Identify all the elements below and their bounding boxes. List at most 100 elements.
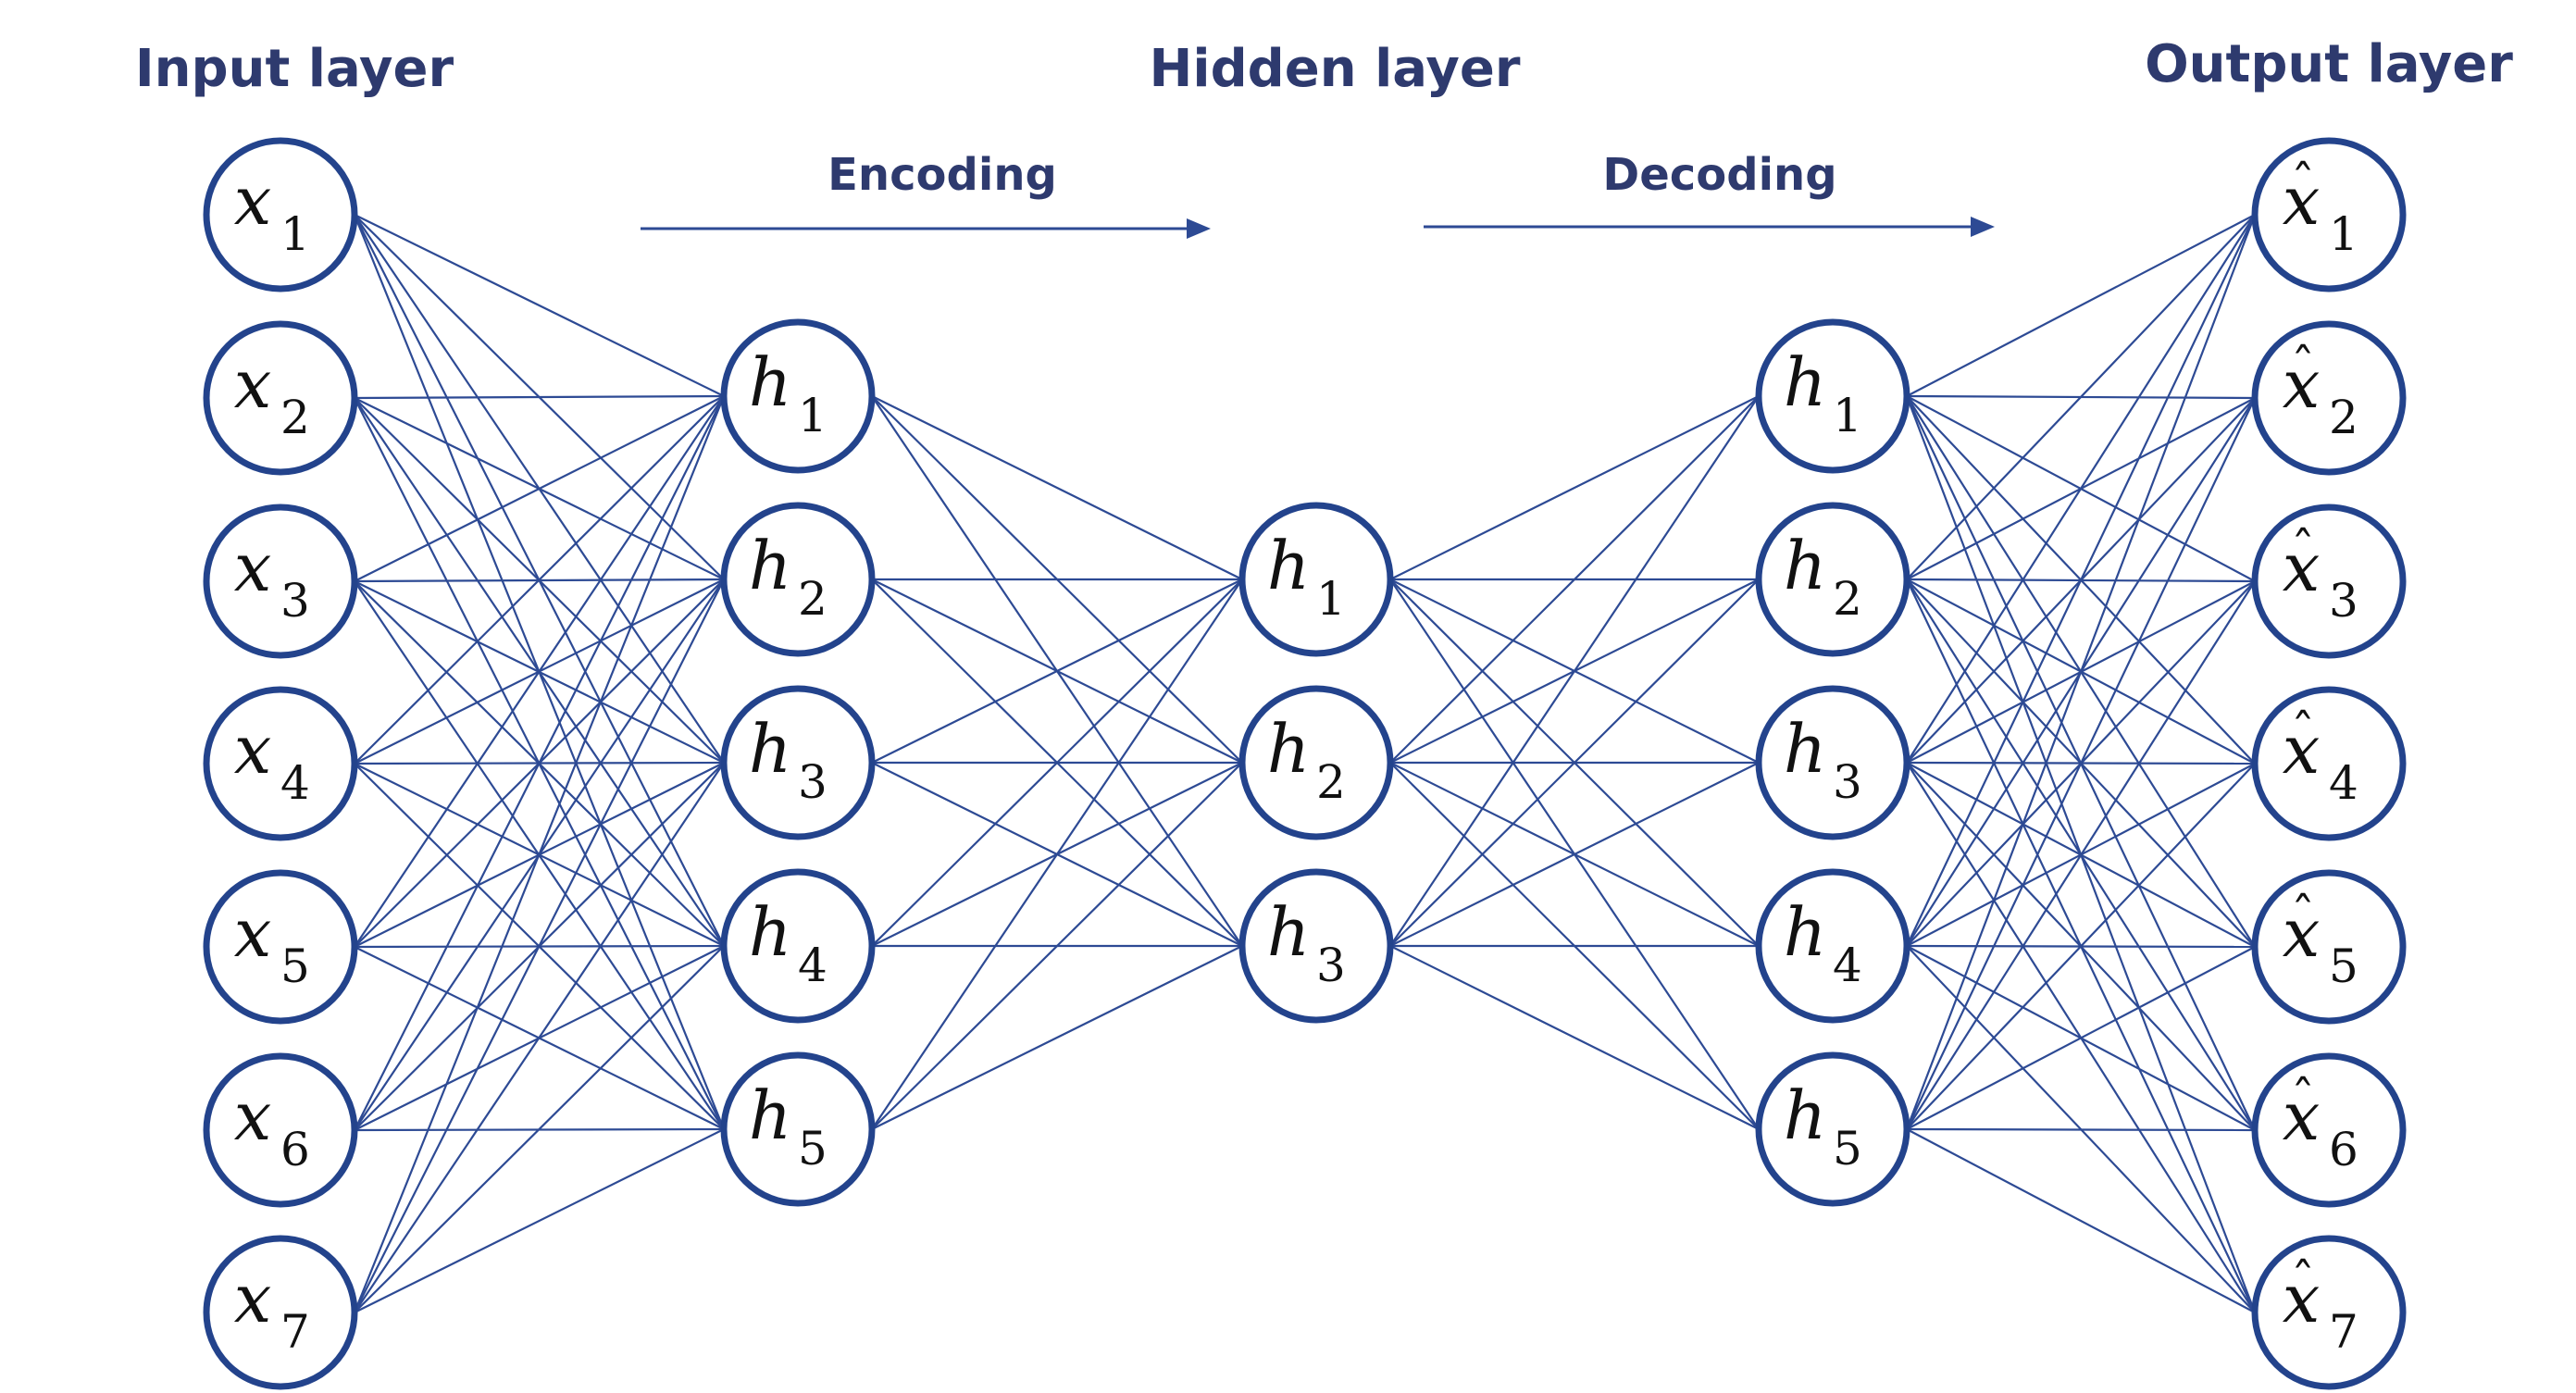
edge-decoder-3-to-output-1 bbox=[1906, 214, 2256, 764]
edge-code-2-to-decoder-1 bbox=[1389, 395, 1760, 764]
edge-code-3-to-decoder-2 bbox=[1389, 578, 1760, 947]
edge-decoder-1-to-output-1 bbox=[1906, 214, 2256, 397]
node-symbol: h bbox=[1267, 710, 1310, 788]
edge-input-7-to-encoder-5 bbox=[354, 1128, 725, 1313]
edge-decoder-5-to-output-3 bbox=[1906, 580, 2256, 1130]
node-subscript: 7 bbox=[280, 1305, 310, 1359]
edge-input-7-to-encoder-4 bbox=[354, 945, 725, 1313]
node-circle bbox=[1238, 685, 1394, 840]
node-output-4: xˆ4 bbox=[2251, 686, 2407, 841]
edge-input-7-to-encoder-1 bbox=[353, 395, 726, 1313]
node-symbol: x bbox=[2283, 162, 2321, 240]
node-symbol: x bbox=[234, 711, 272, 789]
node-circle bbox=[1755, 1051, 1910, 1207]
node-symbol: h bbox=[749, 343, 791, 421]
edge-decoder-5-to-output-1 bbox=[1905, 214, 2257, 1130]
node-subscript: 5 bbox=[280, 939, 310, 993]
node-symbol: h bbox=[1267, 527, 1310, 604]
node-subscript: 4 bbox=[1833, 939, 1862, 992]
edge-input-5-to-encoder-1 bbox=[354, 395, 725, 948]
edge-input-6-to-encoder-1 bbox=[354, 395, 725, 1131]
edge-decoder-5-to-output-7 bbox=[1906, 1128, 2256, 1313]
edge-code-3-to-decoder-3 bbox=[1389, 762, 1760, 947]
node-output-3: xˆ3 bbox=[2251, 504, 2407, 659]
node-output-2: xˆ2 bbox=[2251, 320, 2407, 476]
node-symbol: h bbox=[749, 710, 791, 788]
hat-accent: ˆ bbox=[2291, 705, 2315, 761]
node-subscript: 7 bbox=[2329, 1305, 2358, 1359]
edge-input-2-to-encoder-1 bbox=[354, 394, 725, 400]
node-subscript: 4 bbox=[280, 756, 310, 810]
node-circle bbox=[2251, 504, 2407, 659]
node-subscript: 3 bbox=[2329, 574, 2358, 628]
node-symbol: x bbox=[234, 162, 272, 240]
node-subscript: 2 bbox=[280, 391, 310, 444]
node-subscript: 3 bbox=[1316, 939, 1346, 992]
edge-decoder-4-to-output-1 bbox=[1906, 214, 2256, 947]
hat-accent: ˆ bbox=[2291, 156, 2315, 212]
hat-accent: ˆ bbox=[2291, 523, 2315, 578]
edge-decoder-5-to-output-4 bbox=[1906, 763, 2256, 1130]
node-symbol: x bbox=[2283, 1077, 2321, 1155]
node-subscript: 1 bbox=[1316, 572, 1346, 626]
node-circle bbox=[1238, 502, 1394, 657]
connection-edges bbox=[353, 214, 2257, 1313]
node-circle bbox=[2251, 686, 2407, 841]
node-symbol: x bbox=[2283, 1260, 2321, 1337]
node-circle bbox=[2251, 1052, 2407, 1208]
edge-code-3-to-decoder-5 bbox=[1389, 945, 1760, 1130]
node-symbol: h bbox=[1784, 710, 1826, 788]
node-symbol: x bbox=[2283, 345, 2321, 423]
edge-encoder-5-to-code-3 bbox=[871, 945, 1243, 1130]
node-output-6: xˆ6 bbox=[2251, 1052, 2407, 1208]
node-subscript: 2 bbox=[2329, 391, 2358, 444]
node-circle bbox=[203, 869, 358, 1025]
hat-accent: ˆ bbox=[2291, 1072, 2315, 1127]
edge-input-3-to-encoder-1 bbox=[354, 395, 725, 582]
node-circle bbox=[720, 502, 876, 657]
node-symbol: h bbox=[749, 527, 791, 604]
node-circle bbox=[2251, 1235, 2407, 1390]
node-subscript: 6 bbox=[2329, 1123, 2358, 1176]
node-symbol: x bbox=[2283, 529, 2321, 606]
hat-accent: ˆ bbox=[2291, 889, 2315, 944]
node-symbol: h bbox=[749, 1076, 791, 1154]
edge-input-7-to-encoder-2 bbox=[354, 578, 725, 1313]
node-symbol: h bbox=[1784, 893, 1826, 971]
node-symbol: h bbox=[1784, 343, 1826, 421]
node-symbol: x bbox=[234, 1077, 272, 1155]
node-symbol: h bbox=[1784, 1076, 1826, 1154]
hat-accent: ˆ bbox=[2291, 1254, 2315, 1310]
node-circle bbox=[203, 1052, 358, 1208]
edge-input-1-to-encoder-1 bbox=[354, 214, 725, 397]
node-circle bbox=[203, 1235, 358, 1390]
node-symbol: x bbox=[234, 894, 272, 972]
node-circle bbox=[2251, 869, 2407, 1025]
node-circle bbox=[720, 685, 876, 840]
node-subscript: 5 bbox=[798, 1122, 828, 1175]
node-subscript: 3 bbox=[798, 755, 828, 809]
node-symbol: h bbox=[749, 893, 791, 971]
node-symbol: h bbox=[1267, 893, 1310, 971]
node-subscript: 5 bbox=[2329, 939, 2358, 993]
edge-code-3-to-decoder-1 bbox=[1389, 395, 1760, 947]
node-symbol: x bbox=[2283, 894, 2321, 972]
node-subscript: 1 bbox=[798, 389, 828, 442]
edge-decoder-5-to-output-2 bbox=[1906, 397, 2256, 1130]
node-circle bbox=[1755, 685, 1910, 840]
node-circle bbox=[720, 318, 876, 474]
hidden-layer-heading: Hidden layer bbox=[1150, 39, 1521, 99]
